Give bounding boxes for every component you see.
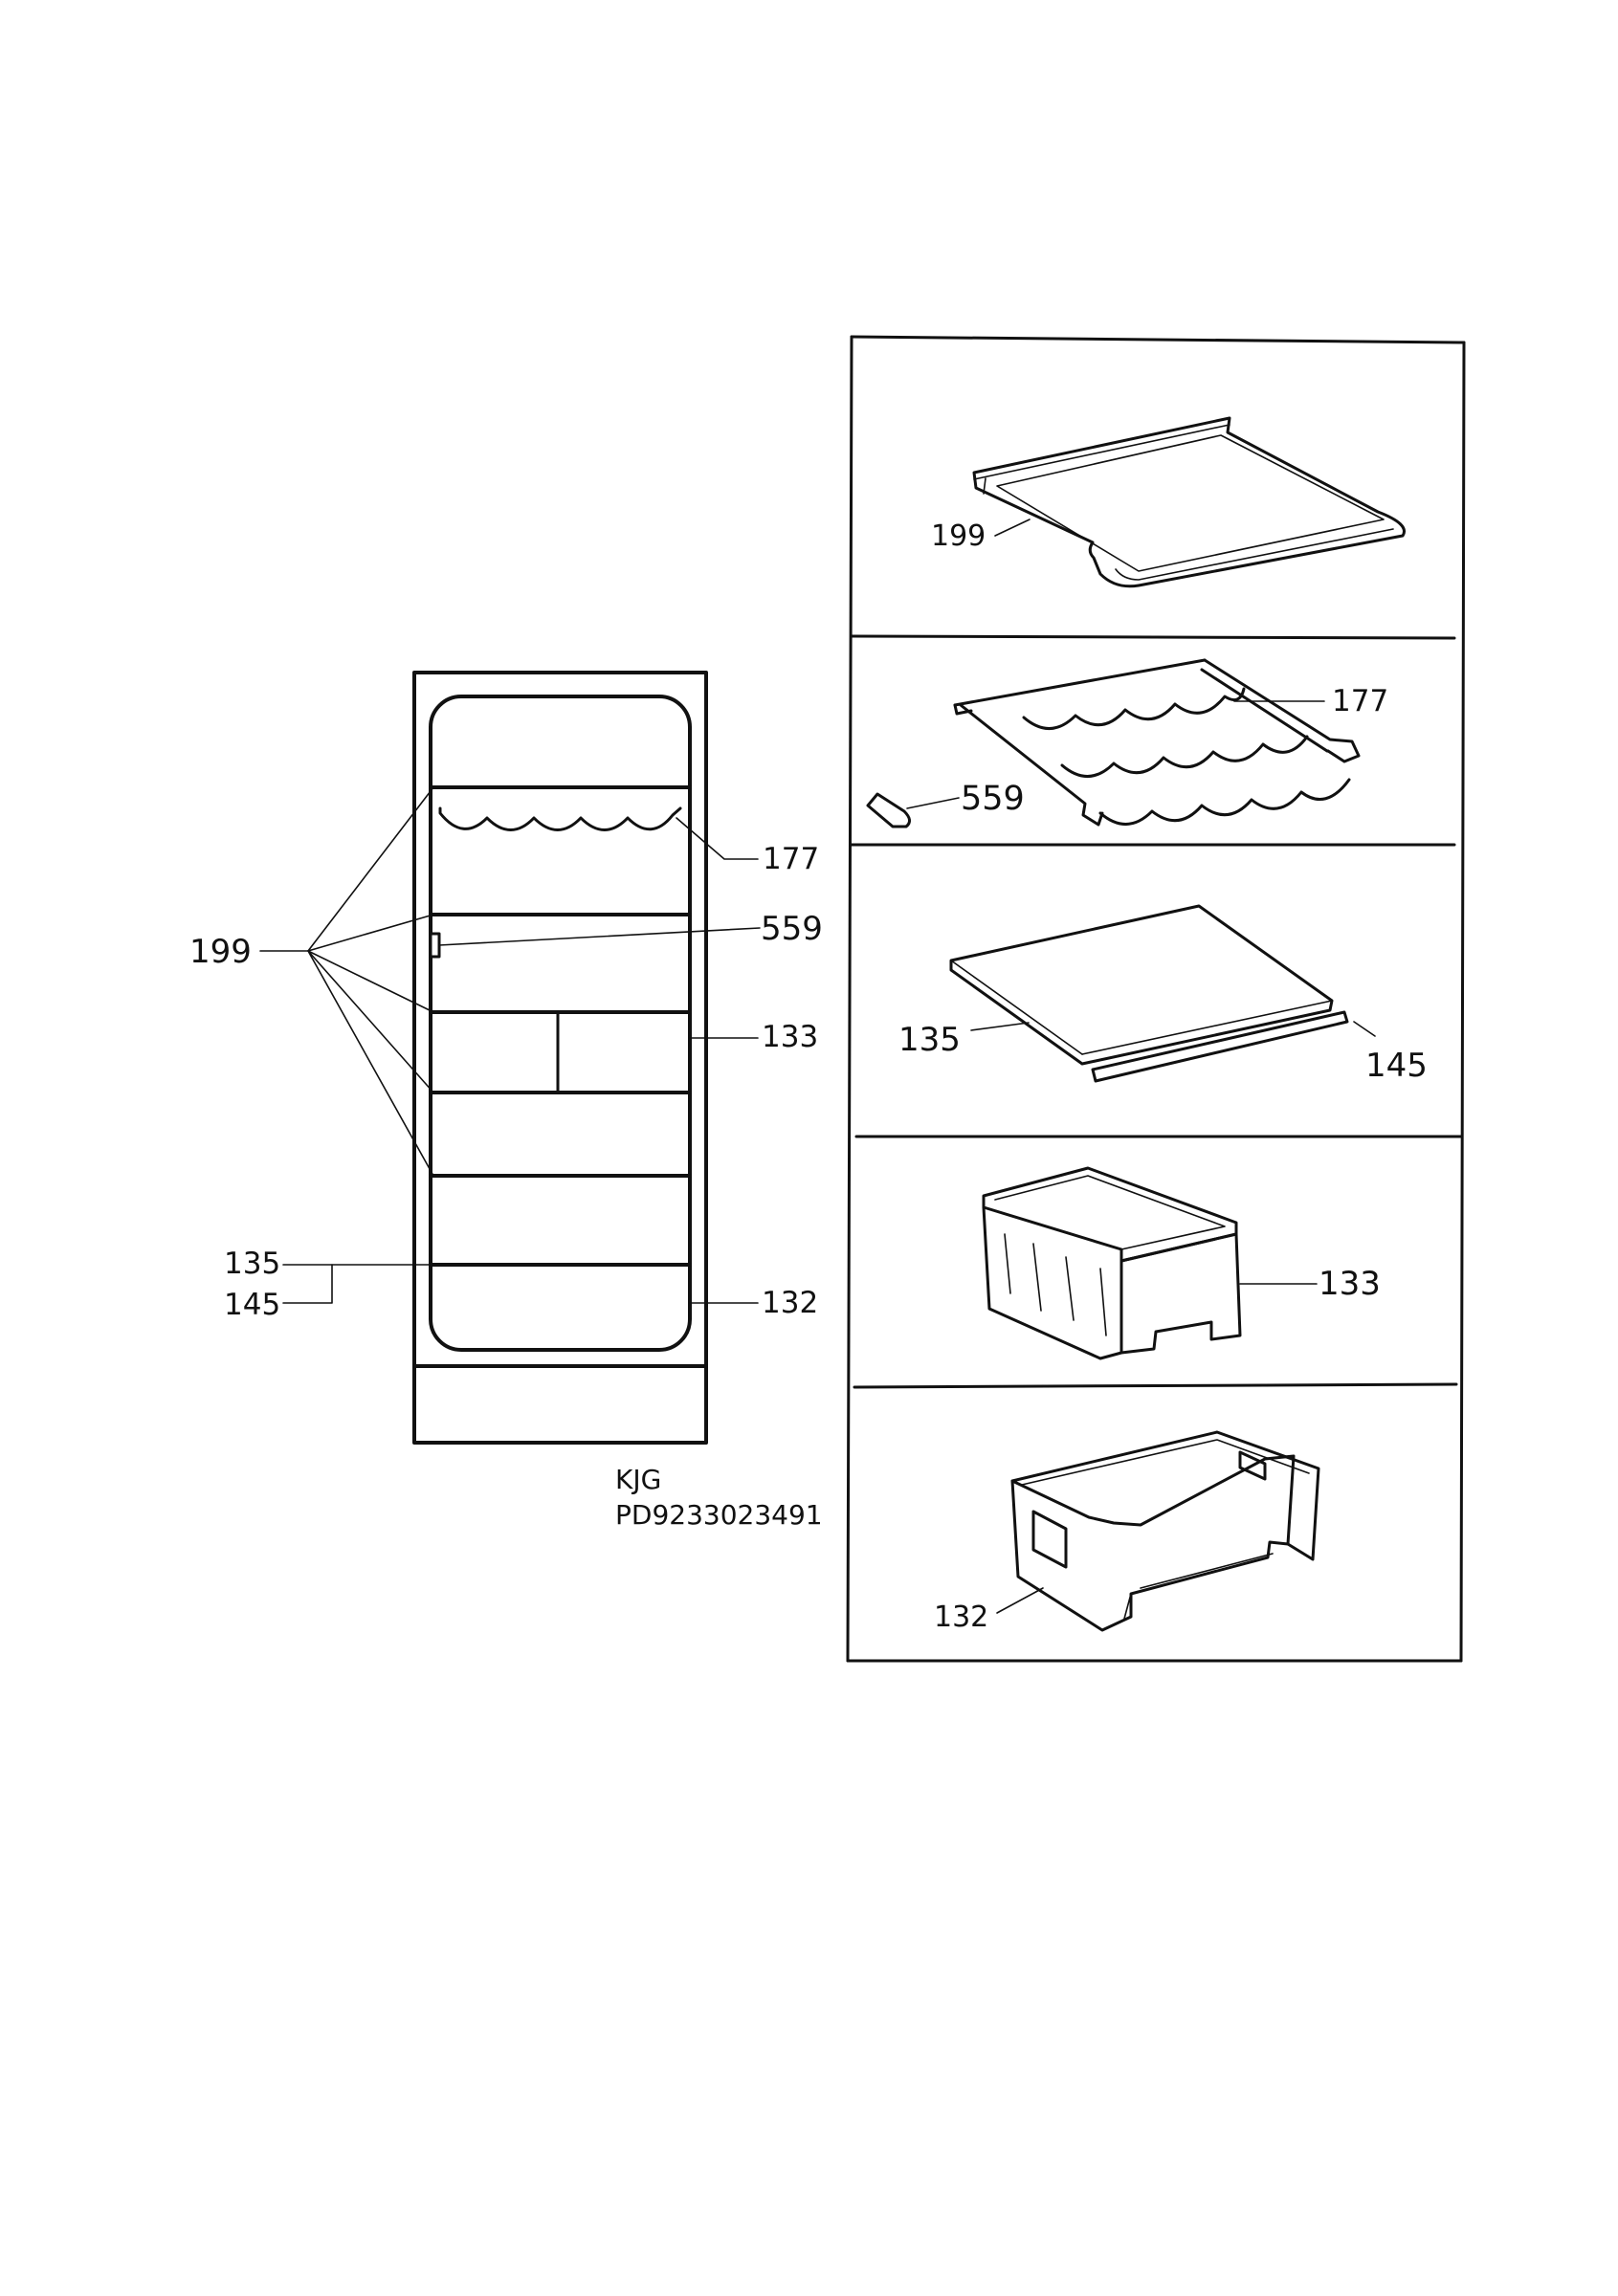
leader-line-559-part (906, 797, 960, 809)
glass-shelf-inner (996, 434, 1385, 572)
panel-part-177-559: 177 559 (866, 658, 1388, 828)
drawer-133-body (982, 1205, 1242, 1360)
panel-divider-4 (853, 1382, 1458, 1389)
bottle-clip-marker (429, 932, 441, 959)
leader-line-145 (282, 1264, 333, 1304)
part-label-199: 199 (931, 519, 986, 553)
cabinet-outline (412, 671, 708, 1445)
part-label-132: 132 (934, 1601, 988, 1634)
callout-135: 135 (224, 1247, 280, 1281)
drawer-132-back (1010, 1430, 1320, 1561)
inner-liner (429, 695, 692, 1352)
glass-plate (949, 904, 1334, 1066)
part-label-135: 135 (898, 1021, 961, 1059)
refrigerator-overview: 199 177 559 133 135 145 132 KJG PD923302… (189, 671, 823, 1531)
part-label-133: 133 (1319, 1265, 1381, 1303)
wine-rack-wave-mid (1060, 735, 1309, 778)
part-label-145: 145 (1365, 1047, 1428, 1085)
callout-145: 145 (224, 1288, 280, 1322)
leader-line-199 (994, 519, 1031, 537)
drawing-code: KJG (615, 1464, 661, 1495)
part-label-559: 559 (961, 780, 1025, 818)
wine-rack-wave-bottom (1098, 778, 1351, 826)
document-number: PD9233023491 (615, 1499, 823, 1531)
callout-559: 559 (761, 910, 823, 948)
drawer-132-front (1010, 1454, 1296, 1632)
drawer-132-handle-left (1031, 1510, 1068, 1569)
panel-part-133: 133 (982, 1166, 1381, 1360)
panel-divider-1 (850, 634, 1456, 640)
leader-lines-199 (259, 786, 434, 1177)
bottle-clip (866, 792, 911, 828)
drawer-132-handle-right (1238, 1450, 1267, 1481)
glass-shelf-outline (972, 416, 1406, 588)
glass-trim-strip (1091, 1010, 1349, 1083)
wine-rack-wave-top (1022, 687, 1246, 730)
drawer-133-top (982, 1166, 1238, 1263)
callout-199: 199 (189, 933, 252, 971)
callout-132: 132 (762, 1286, 818, 1320)
leader-line-177 (676, 817, 759, 860)
leader-line-132-part (996, 1587, 1044, 1614)
wine-rack-rail-right (1203, 658, 1361, 763)
part-label-177: 177 (1332, 684, 1388, 718)
callout-133: 133 (762, 1020, 818, 1054)
leader-line-559 (438, 927, 761, 946)
wine-rack-wave (438, 806, 682, 831)
panel-part-199: 199 (931, 416, 1406, 588)
panel-part-135-145: 135 145 (898, 904, 1428, 1085)
leader-line-145-part (1353, 1021, 1376, 1037)
panel-part-132: 132 (934, 1430, 1320, 1634)
parts-panel-frame (846, 335, 1466, 1663)
wine-rack-rail-left (953, 658, 1207, 707)
leader-line-135-part (970, 1022, 1030, 1031)
callout-177: 177 (763, 842, 819, 876)
